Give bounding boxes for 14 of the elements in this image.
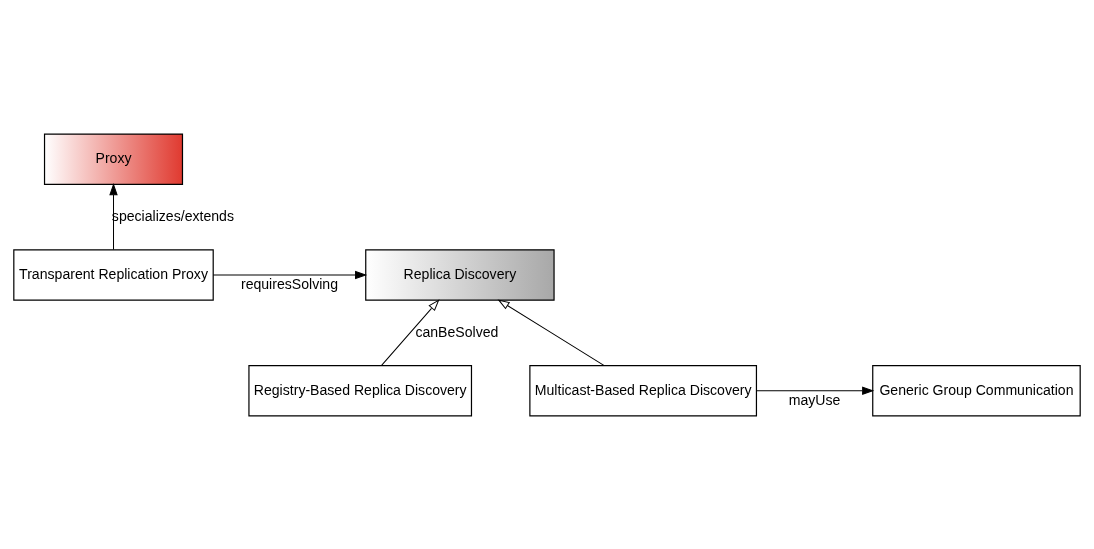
edge-label: mayUse (788, 391, 841, 408)
edge-label: requiresSolving (240, 275, 338, 292)
arrow (109, 182, 118, 250)
arrow (755, 386, 875, 395)
node-box: Proxy (43, 132, 184, 185)
node-box: Transparent Replication Proxy (13, 248, 214, 301)
node-box: Generic Group Communication (872, 364, 1081, 417)
arrow (381, 298, 440, 366)
arrow (497, 298, 605, 366)
edge-label: canBeSolved (415, 323, 499, 340)
arrow (212, 270, 368, 279)
node-box: Registry-Based Replica Discovery (248, 364, 473, 417)
node-box: Replica Discovery (365, 248, 555, 301)
node-box: Multicast-Based Replica Discovery (529, 364, 758, 417)
